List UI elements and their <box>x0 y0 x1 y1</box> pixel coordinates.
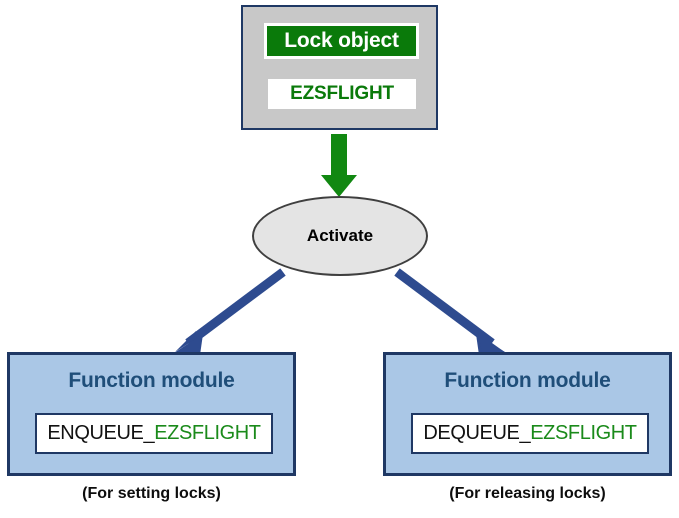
branch-arrow-right-icon <box>394 268 506 355</box>
function-module-name-prefix: DEQUEUE_ <box>423 422 531 444</box>
branch-arrow-left-icon <box>174 268 286 355</box>
activate-arrow-down-icon <box>321 134 357 197</box>
function-module-name-suffix: EZSFLIGHT <box>530 422 637 444</box>
function-module-panel-dequeue: Function module DEQUEUE_EZSFLIGHT <box>383 352 672 476</box>
function-module-name-prefix: ENQUEUE_ <box>47 422 155 444</box>
function-module-name-box: DEQUEUE_EZSFLIGHT <box>411 413 649 454</box>
function-module-name-suffix: EZSFLIGHT <box>154 422 261 444</box>
lock-object-name: EZSFLIGHT <box>268 79 416 109</box>
lock-object-panel: Lock object EZSFLIGHT <box>241 5 438 130</box>
function-module-heading: Function module <box>68 369 235 392</box>
function-module-caption-dequeue: (For releasing locks) <box>449 485 606 502</box>
function-module-caption-enqueue: (For setting locks) <box>82 485 221 502</box>
lock-object-header: Lock object <box>264 23 419 59</box>
function-module-panel-enqueue: Function module ENQUEUE_EZSFLIGHT <box>7 352 296 476</box>
activate-node: Activate <box>252 196 428 276</box>
function-module-heading: Function module <box>444 369 611 392</box>
function-module-name-box: ENQUEUE_EZSFLIGHT <box>35 413 273 454</box>
